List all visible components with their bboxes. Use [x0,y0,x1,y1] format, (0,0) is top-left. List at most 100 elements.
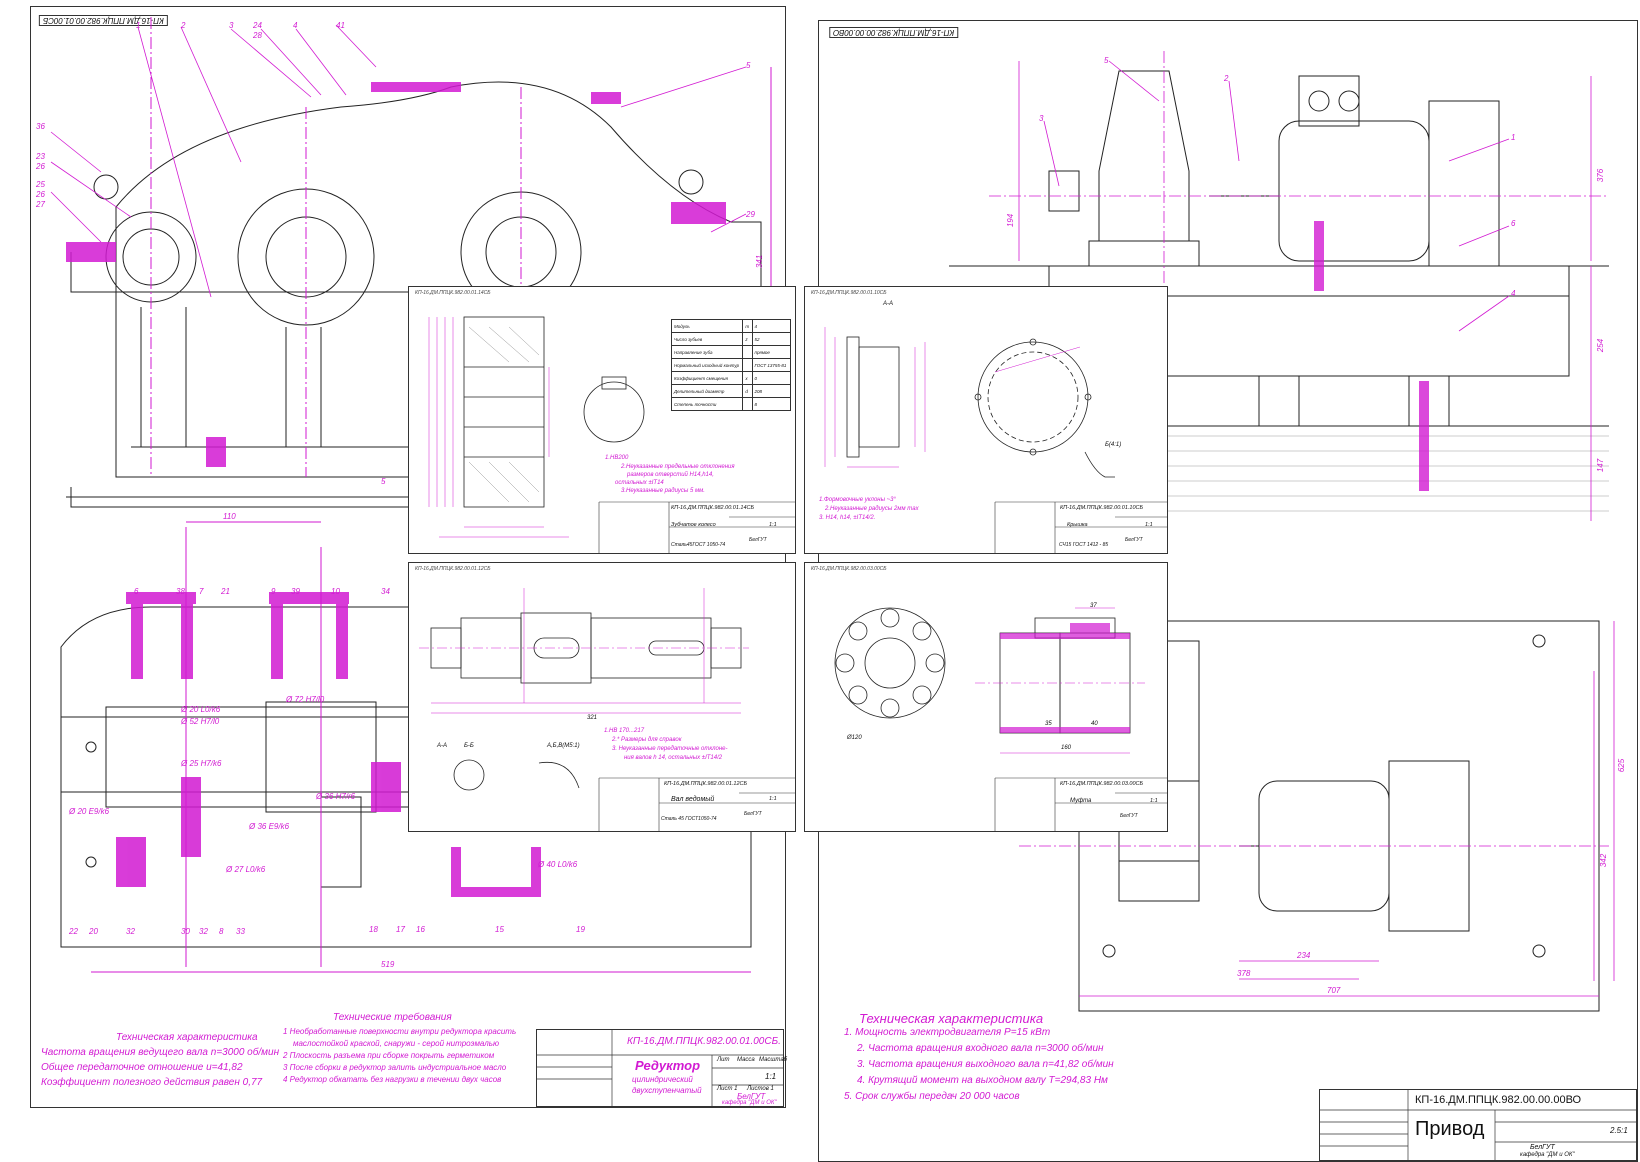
tech-req-title: Технические требования [333,1012,452,1023]
right-dim-376: 376 [1596,168,1606,183]
cover-section-view [824,327,1167,553]
gear-note-2: 2.Неуказанные предельные отклонения [621,464,735,470]
leader-b17: 17 [396,925,405,934]
right-leader-5: 5 [1104,56,1109,65]
tech-char-title: Техническая характеристика [116,1032,258,1043]
leader-3: 3 [229,21,234,30]
cover-detail: Б(4:1) [1105,442,1122,448]
left-tb-sheets: Листов 1 [747,1086,774,1092]
right-dim-378: 378 [1237,969,1251,978]
gear-param-cell [742,397,753,411]
leader-b30: 30 [181,927,190,936]
coupling-dim-160: 160 [1061,745,1072,751]
leader-23: 23 [36,152,45,161]
right-dim-342: 342 [1599,853,1609,868]
coupling-view [834,607,1167,831]
gear-param-cell: Степень точности [670,397,744,411]
leader-5: 5 [746,61,751,70]
dim-5: 5 [381,477,386,486]
right-dim-234: 234 [1297,951,1311,960]
leader-b10: 10 [331,587,340,596]
tech-req-line-3: 2 Плоскость разъема при сборке покрыть г… [283,1051,495,1060]
tech-char-line-3: Коэффициент полезного действия равен 0,7… [41,1077,263,1088]
leader-b9: 9 [271,587,276,596]
coupling-tb-code: КП-16.ДМ.ППЦК.982.00.03.00СБ [1060,781,1144,787]
gear-section-view [428,316,795,553]
inset-cover-drawing[interactable]: КП-16.ДМ.ППЦК.982.00.01.10СБ А-А Б(4:1) … [804,286,1168,554]
leader-b6: 6 [134,587,139,596]
leader-b39: 39 [291,587,300,596]
dim-341: 341 [755,254,765,269]
gear-param-cell: d [742,384,753,398]
left-tb-hdr-scale: Масштаб [759,1057,788,1063]
right-tb-scale: 2.5:1 [1610,1126,1628,1135]
leader-1: 1 [136,21,141,30]
leader-25: 25 [36,180,45,189]
left-title-block: КП-16.ДМ.ППЦК.982.00.01.00СБ. Редуктор ц… [536,1029,788,1107]
left-tb-sub1: цилиндрический [632,1075,693,1084]
fit-40-l0k6: Ø 40 L0/k6 [538,860,578,869]
gear-param-cell: прямое [751,345,791,359]
gear-param-cell [742,358,753,372]
tech-req-line-2: маслостойкой краской, снаружи - серой ни… [293,1039,500,1048]
fit-25-h7k6: Ø 25 H7/k6 [181,759,222,768]
left-drawing-sheet: КП-16.ДМ.ППЦК.982.00.01.00СБ [30,6,788,1108]
gear-tb-name: Зубчатое колесо [671,522,716,528]
shaft-section-detail: А,Б,В(М5:1) [547,743,580,749]
gear-note-3: размеров отверстий Н14,h14, [627,472,714,478]
left-tb-sheet: Лист 1 [717,1086,738,1092]
gear-param-cell: x [742,371,753,385]
leader-b21: 21 [221,587,230,596]
shaft-note-4: ния валов h 14, остальных ±IT14/2 [624,755,723,761]
gear-param-cell: 0 [751,371,791,385]
right-tech-line-4: 4. Крутящий момент на выходном валу Т=29… [857,1075,1108,1086]
shaft-dim-321: 321 [587,715,598,721]
gear-note-5: 3.Неуказанные радиусы 5 мм. [621,488,705,494]
right-dim-147: 147 [1596,458,1606,473]
fit-72-h7l0: Ø 72 H7/l0 [286,695,325,704]
left-tb-hdr-lit: Лит [717,1057,730,1063]
cover-tb-org: БелГУТ [1125,537,1143,543]
inset-shaft-drawing[interactable]: КП-16.ДМ.ППЦК.982.00.01.12СБ 1.НВ 170...… [408,562,796,832]
gear-tb-code: КП-16.ДМ.ППЦК.982.00.01.14СБ [671,505,755,511]
coupling-dim-120: Ø120 [847,735,862,741]
gear-note-4: остальных ±IT14 [615,480,664,486]
gear-param-cell: 8 [751,397,791,411]
gear-note-1: 1.НВ200 [605,455,629,461]
dim-110: 110 [223,512,236,521]
gear-param-cell: z [742,332,753,346]
shaft-tb-material: Сталь 45 ГОСТ1050-74 [661,816,717,822]
leader-26a: 26 [36,162,45,171]
left-tb-name: Редуктор [635,1058,701,1073]
leader-36: 36 [36,122,45,131]
shaft-note-1: 1.НВ 170...217 [604,728,645,734]
shaft-note-2: 2.* Размеры для справок [612,737,682,743]
gear-tb-material: Сталь45ГОСТ 1050-74 [671,542,726,548]
inset-coupling-drawing[interactable]: КП-16.ДМ.ППЦК.982.00.03.00СБ 37 Ø120 [804,562,1168,832]
right-tb-name: Привод [1415,1118,1485,1140]
right-dim-625: 625 [1617,758,1627,773]
leader-26b: 26 [36,190,45,199]
reducer-assembly-drawing [50,17,785,973]
right-tb-code: КП-16.ДМ.ППЦК.982.00.00.00ВО [1415,1094,1582,1106]
right-dim-707: 707 [1327,986,1341,995]
right-tech-line-2: 2. Частота вращения входного вала n=3000… [857,1043,1104,1054]
gear-param-cell: m [742,319,753,333]
gear-param-cell: Нормальный исходный контур [670,358,744,372]
leader-28: 28 [253,31,262,40]
coupling-dim-40: 40 [1091,721,1098,727]
right-tech-line-1: 1. Мощность электродвигателя Р=15 кВт [844,1027,1051,1038]
right-leader-2: 2 [1224,74,1229,83]
left-tb-hdr-mass: Масса [737,1057,755,1063]
tech-req-line-4: 3 После сборки в редуктор залить индустр… [283,1063,507,1072]
gear-param-cell: Модуль [670,319,744,333]
coupling-tb-org: БелГУТ [1120,813,1138,819]
tech-req-line-1: 1 Необработанные поверхности внутри реду… [283,1027,517,1036]
coupling-dim-37: 37 [1090,603,1097,609]
right-tb-org: БелГУТ [1530,1144,1555,1151]
gear-tb-scale: 1:1 [769,522,777,528]
